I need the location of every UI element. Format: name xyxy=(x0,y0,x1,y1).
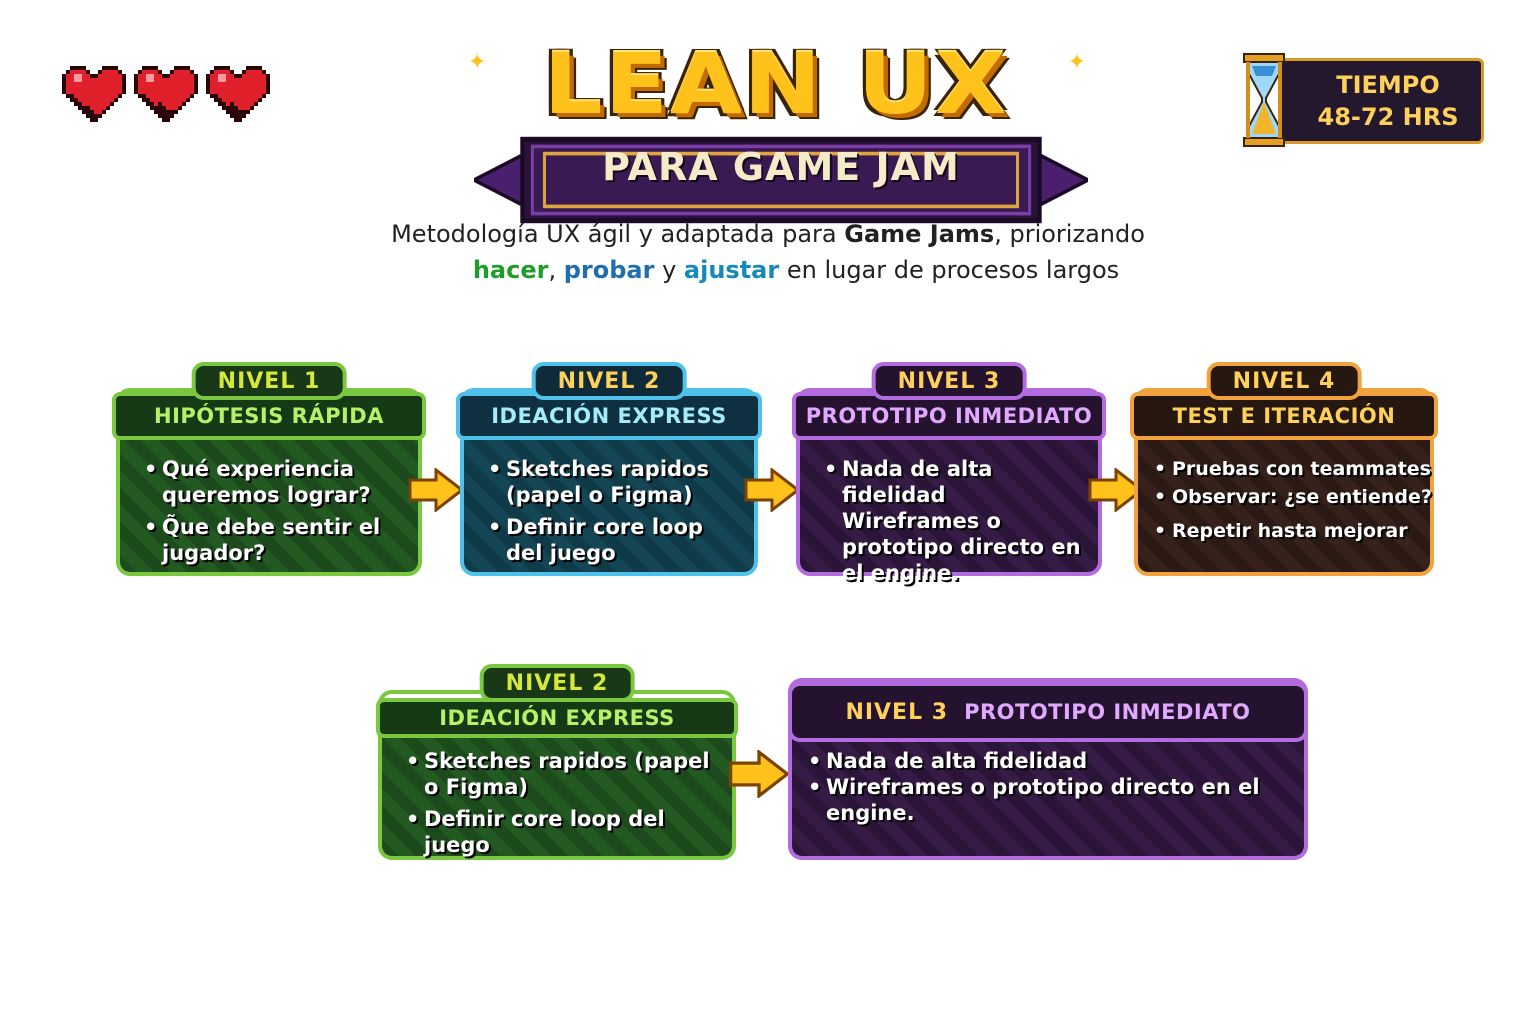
logo-title: LEAN UX xyxy=(543,35,1009,133)
bullet-list: Sketches rapidos (papel o Figma) Definir… xyxy=(488,456,746,572)
list-item: Repetir hasta mejorar xyxy=(1154,518,1434,544)
list-item: Definir core loop del juego xyxy=(406,806,724,858)
bullet-list: Nada de alta fidelidad Wireframes o prot… xyxy=(808,748,1296,832)
level-tag: NIVEL 1 xyxy=(191,362,347,400)
word-probar: probar xyxy=(563,256,655,284)
list-item: Wireframes o prototipo directo en el eng… xyxy=(808,774,1296,826)
list-item: Qué experiencia queremos lograr? xyxy=(144,456,410,508)
bullet-list: Pruebas con teammates Observar: ¿se enti… xyxy=(1154,456,1434,550)
time-badge: TIEMPO 48-72 HRS xyxy=(1242,52,1486,148)
time-value: 48-72 HRS xyxy=(1317,103,1459,131)
heart-icon xyxy=(206,66,270,122)
lives-hearts xyxy=(62,66,270,122)
list-item: Definir core loop del juego xyxy=(488,514,746,566)
list-item: Nada de alta fidelidad Wireframes o prot… xyxy=(824,456,1090,586)
level-card-3-alt: NIVEL 3 PROTOTIPO INMEDIATO Nada de alta… xyxy=(788,678,1308,860)
level-card-3: PROTOTIPO INMEDIATO NIVEL 3 Nada de alta… xyxy=(792,362,1106,585)
level-card-1: HIPÓTESIS RÁPIDA NIVEL 1 Qué experiencia… xyxy=(112,362,426,576)
arrow-right-icon xyxy=(408,468,464,512)
level-tag: NIVEL 4 xyxy=(1206,362,1362,400)
level-tag: NIVEL 3 xyxy=(871,362,1027,400)
list-item: Sketches rapidos (papel o Figma) xyxy=(488,456,746,508)
card-header: IDEACIÓN EXPRESS xyxy=(376,698,738,738)
card-header: TEST E ITERACIÓN xyxy=(1130,392,1438,440)
level-tag: NIVEL 3 xyxy=(845,699,949,725)
bullet-list: Nada de alta fidelidad Wireframes o prot… xyxy=(824,456,1090,592)
list-item: Observar: ¿se entiende? xyxy=(1154,484,1434,510)
level-tag: NIVEL 2 xyxy=(531,362,687,400)
logo-banner xyxy=(474,136,1088,224)
list-item: Nada de alta fidelidad xyxy=(808,748,1296,774)
level-card-4: TEST E ITERACIÓN NIVEL 4 Pruebas con tea… xyxy=(1130,362,1438,576)
description-line-1: Metodología UX ágil y adaptada para Game… xyxy=(391,220,1145,248)
list-item: Sketches rapidos (papel o Figma) xyxy=(406,748,724,800)
hourglass-icon xyxy=(1243,53,1285,147)
time-label: TIEMPO xyxy=(1336,71,1440,99)
card-header: HIPÓTESIS RÁPIDA xyxy=(112,392,426,440)
heart-icon xyxy=(62,66,126,122)
sparkle-icon: ✦ xyxy=(1067,50,1086,75)
level-card-2-alt: IDEACIÓN EXPRESS NIVEL 2 Sketches rapido… xyxy=(376,664,738,860)
sparkle-icon: ✦ xyxy=(468,50,487,75)
arrow-right-icon xyxy=(744,468,800,512)
arrow-right-icon xyxy=(1088,468,1144,512)
level-card-2: IDEACIÓN EXPRESS NIVEL 2 Sketches rapido… xyxy=(456,362,762,576)
game-logo: ✦ ✦ LEAN UX PARA GAME JAM xyxy=(462,36,1090,224)
list-item: Pruebas con teammates xyxy=(1154,456,1434,482)
level-tag: NIVEL 2 xyxy=(479,664,635,702)
arrow-right-icon xyxy=(729,750,790,798)
list-item: Q̃ue debe sentir el jugador? xyxy=(144,514,410,566)
word-hacer: hacer xyxy=(472,256,549,284)
bullet-list: Qué experiencia queremos lograr? Q̃ue de… xyxy=(144,456,410,572)
description-line-2: hacer, probar y ajustar en lugar de proc… xyxy=(472,256,1120,284)
bullet-list: Sketches rapidos (papel o Figma) Definir… xyxy=(406,748,724,864)
card-header: NIVEL 3 PROTOTIPO INMEDIATO xyxy=(788,682,1308,742)
logo-banner-text: PARA GAME JAM xyxy=(602,145,960,189)
word-ajustar: ajustar xyxy=(683,256,780,284)
heart-icon xyxy=(134,66,198,122)
